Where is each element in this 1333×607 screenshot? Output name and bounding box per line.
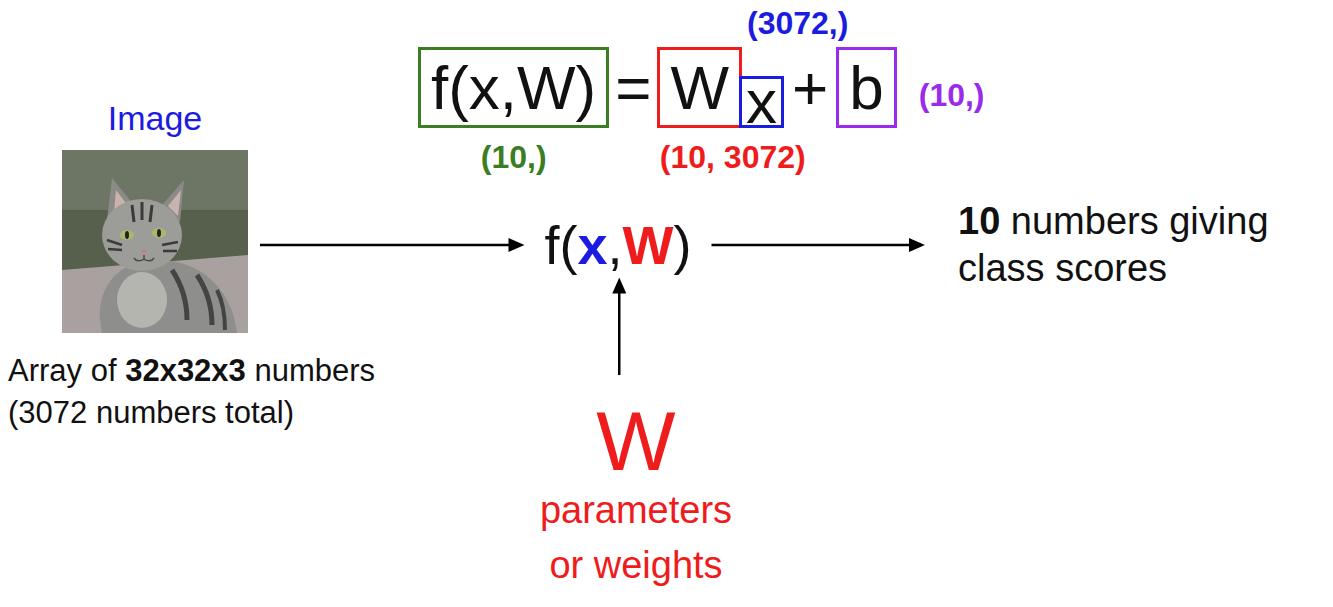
node-text: Image	[50, 98, 260, 139]
node-subtext: parameters or weights	[531, 483, 741, 593]
operator-sign: =	[615, 52, 651, 123]
formula-char: )	[674, 215, 692, 275]
formula-char: x	[577, 215, 607, 275]
cat-body	[100, 260, 237, 333]
text-run: 32x32x3	[125, 353, 246, 388]
arrow-head	[612, 277, 626, 293]
weight-box: W	[657, 47, 742, 128]
arrow-shaft	[618, 291, 621, 375]
cat-nose	[140, 250, 148, 255]
node-text: W	[670, 52, 729, 123]
cat-chest	[117, 272, 167, 328]
text-run: Array of	[8, 353, 125, 388]
cat-pupil	[157, 229, 161, 237]
text-run: numbers giving class scores	[958, 200, 1269, 290]
cat-eye	[152, 228, 166, 238]
shape-annotation: (10, 3072)	[660, 138, 806, 176]
photo-background	[62, 150, 248, 333]
cat-eye	[120, 230, 134, 240]
node-text: x	[746, 79, 777, 126]
cat-head	[102, 199, 182, 271]
node-text: f(x,W)	[544, 213, 691, 278]
image-caption: Array of 32x32x3 numbers (3072 numbers t…	[8, 350, 408, 434]
shape-annotation: (3072,)	[747, 4, 848, 42]
node-text: 10 numbers giving class scores	[958, 198, 1293, 293]
text-run: 10	[958, 200, 1000, 242]
formula-char: (	[560, 215, 578, 275]
operator-sign: +	[792, 52, 828, 123]
arrow-shaft	[712, 244, 912, 247]
cat-cheek-stripes	[107, 240, 178, 251]
node-text: W	[531, 399, 741, 483]
cat-mouth	[134, 255, 154, 261]
arrow-head	[508, 238, 524, 252]
formula-char: f	[544, 215, 559, 275]
flow-arrow	[260, 238, 524, 252]
cat-stripe	[197, 275, 212, 325]
formula-char: W	[623, 215, 674, 275]
weights-node: Wparameters or weights	[527, 375, 745, 593]
input-box: x	[739, 76, 784, 129]
bias-box: b	[836, 47, 896, 128]
score-box: f(x,W)	[418, 47, 609, 128]
node-text: f(x,W)	[431, 52, 596, 123]
image-node: Image	[50, 98, 260, 340]
cat-photo	[62, 150, 248, 333]
arrow-shaft	[260, 244, 510, 247]
flow-arrow	[612, 277, 626, 375]
flow-arrow	[712, 238, 926, 252]
function-node: f(x,W)	[524, 213, 711, 278]
cat-stripe	[217, 290, 225, 330]
cat-head-stripes	[132, 202, 152, 222]
shape-annotation: (10,)	[919, 76, 985, 114]
output-node: 10 numbers giving class scores	[925, 198, 1299, 293]
node-text: b	[849, 52, 883, 123]
arrow-head	[909, 238, 925, 252]
formula-char: ,	[608, 215, 623, 275]
cat-pupil	[125, 231, 129, 239]
cat-stripe	[172, 270, 187, 320]
shape-annotation: (10,)	[481, 138, 547, 176]
